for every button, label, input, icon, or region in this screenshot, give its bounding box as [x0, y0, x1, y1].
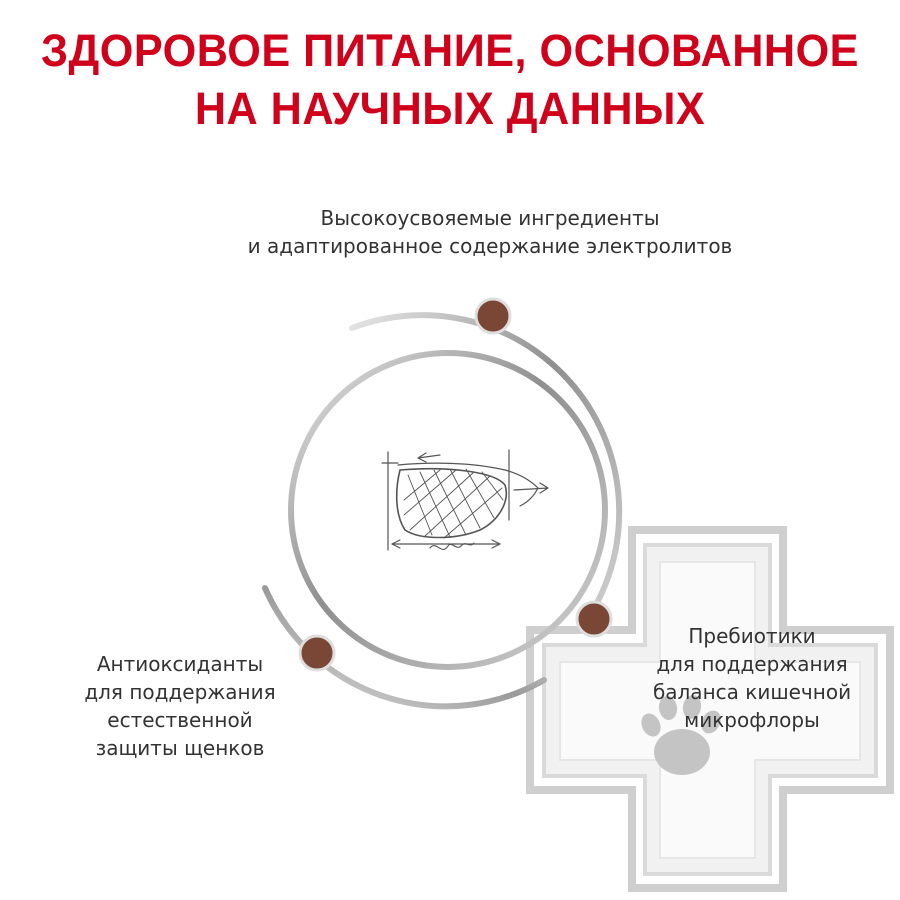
benefit-caption-line: для поддержания	[656, 652, 848, 676]
benefit-caption-line: микрофлоры	[684, 708, 820, 732]
cross-core	[559, 561, 861, 859]
benefit-caption-line: естественной	[107, 708, 253, 732]
medical-cross-paw-icon	[526, 526, 894, 892]
benefit-caption-line: Антиоксиданты	[96, 652, 264, 676]
paw-icon	[641, 695, 721, 775]
benefit-dot-right	[575, 600, 613, 638]
benefit-caption-line: баланса кишечной	[652, 680, 852, 704]
page-headline: ЗДОРОВОЕ ПИТАНИЕ, ОСНОВАННОЕ НА НАУЧНЫХ …	[18, 22, 882, 138]
outer-arc-left	[262, 585, 547, 710]
benefit-dot-top	[474, 297, 512, 335]
headline-line-1: ЗДОРОВОЕ ПИТАНИЕ, ОСНОВАННОЕ	[41, 25, 859, 76]
inner-ring	[288, 350, 608, 670]
cross-outer-outline	[526, 526, 894, 892]
benefit-caption-line: для поддержания	[84, 680, 276, 704]
kibble-sketch-icon	[381, 449, 549, 551]
benefit-caption-line: Пребиотики	[688, 624, 816, 648]
benefit-caption-digestibility: Высокоусвояемые ингредиенты и адаптирова…	[180, 204, 800, 260]
benefit-caption-line: защиты щенков	[95, 736, 265, 760]
benefit-caption-antioxidants: Антиоксиданты для поддержания естественн…	[20, 650, 340, 762]
benefit-caption-line: Высокоусвояемые ингредиенты	[320, 206, 660, 230]
headline-line-2: НА НАУЧНЫХ ДАННЫХ	[194, 83, 706, 134]
outer-arc-right	[349, 312, 623, 633]
benefit-caption-prebiotics: Пребиотики для поддержания баланса кишеч…	[617, 622, 887, 734]
benefit-dot-left	[298, 634, 336, 672]
benefit-caption-line: и адаптированное содержание электролитов	[247, 234, 733, 258]
